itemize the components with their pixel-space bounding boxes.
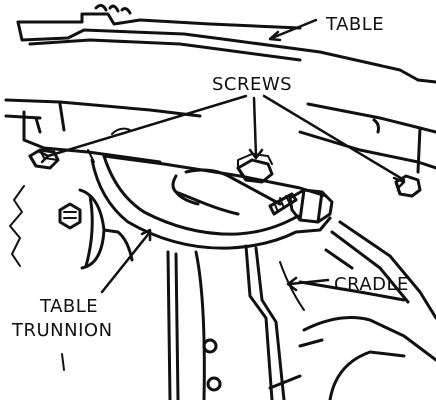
screws-leaders bbox=[38, 94, 406, 190]
table-trunnion-label-line2: TRUNNION bbox=[11, 320, 113, 341]
cradle-column bbox=[166, 244, 305, 400]
table-frame bbox=[4, 98, 436, 174]
cradle-leader bbox=[286, 276, 330, 292]
cradle-label: CRADLE bbox=[334, 274, 409, 295]
screws-label: SCREWS bbox=[212, 74, 292, 95]
trunnion-leader bbox=[100, 228, 152, 294]
table-top bbox=[16, 3, 436, 84]
cradle-frame bbox=[268, 220, 436, 400]
tail-mark bbox=[61, 353, 65, 371]
break-line bbox=[9, 185, 25, 267]
pivot-knob bbox=[58, 188, 134, 270]
table-leader bbox=[268, 18, 318, 42]
table-label: TABLE bbox=[325, 14, 384, 35]
stop-bolt bbox=[268, 188, 334, 224]
table-trunnion-label-line1: TABLE bbox=[39, 296, 98, 317]
